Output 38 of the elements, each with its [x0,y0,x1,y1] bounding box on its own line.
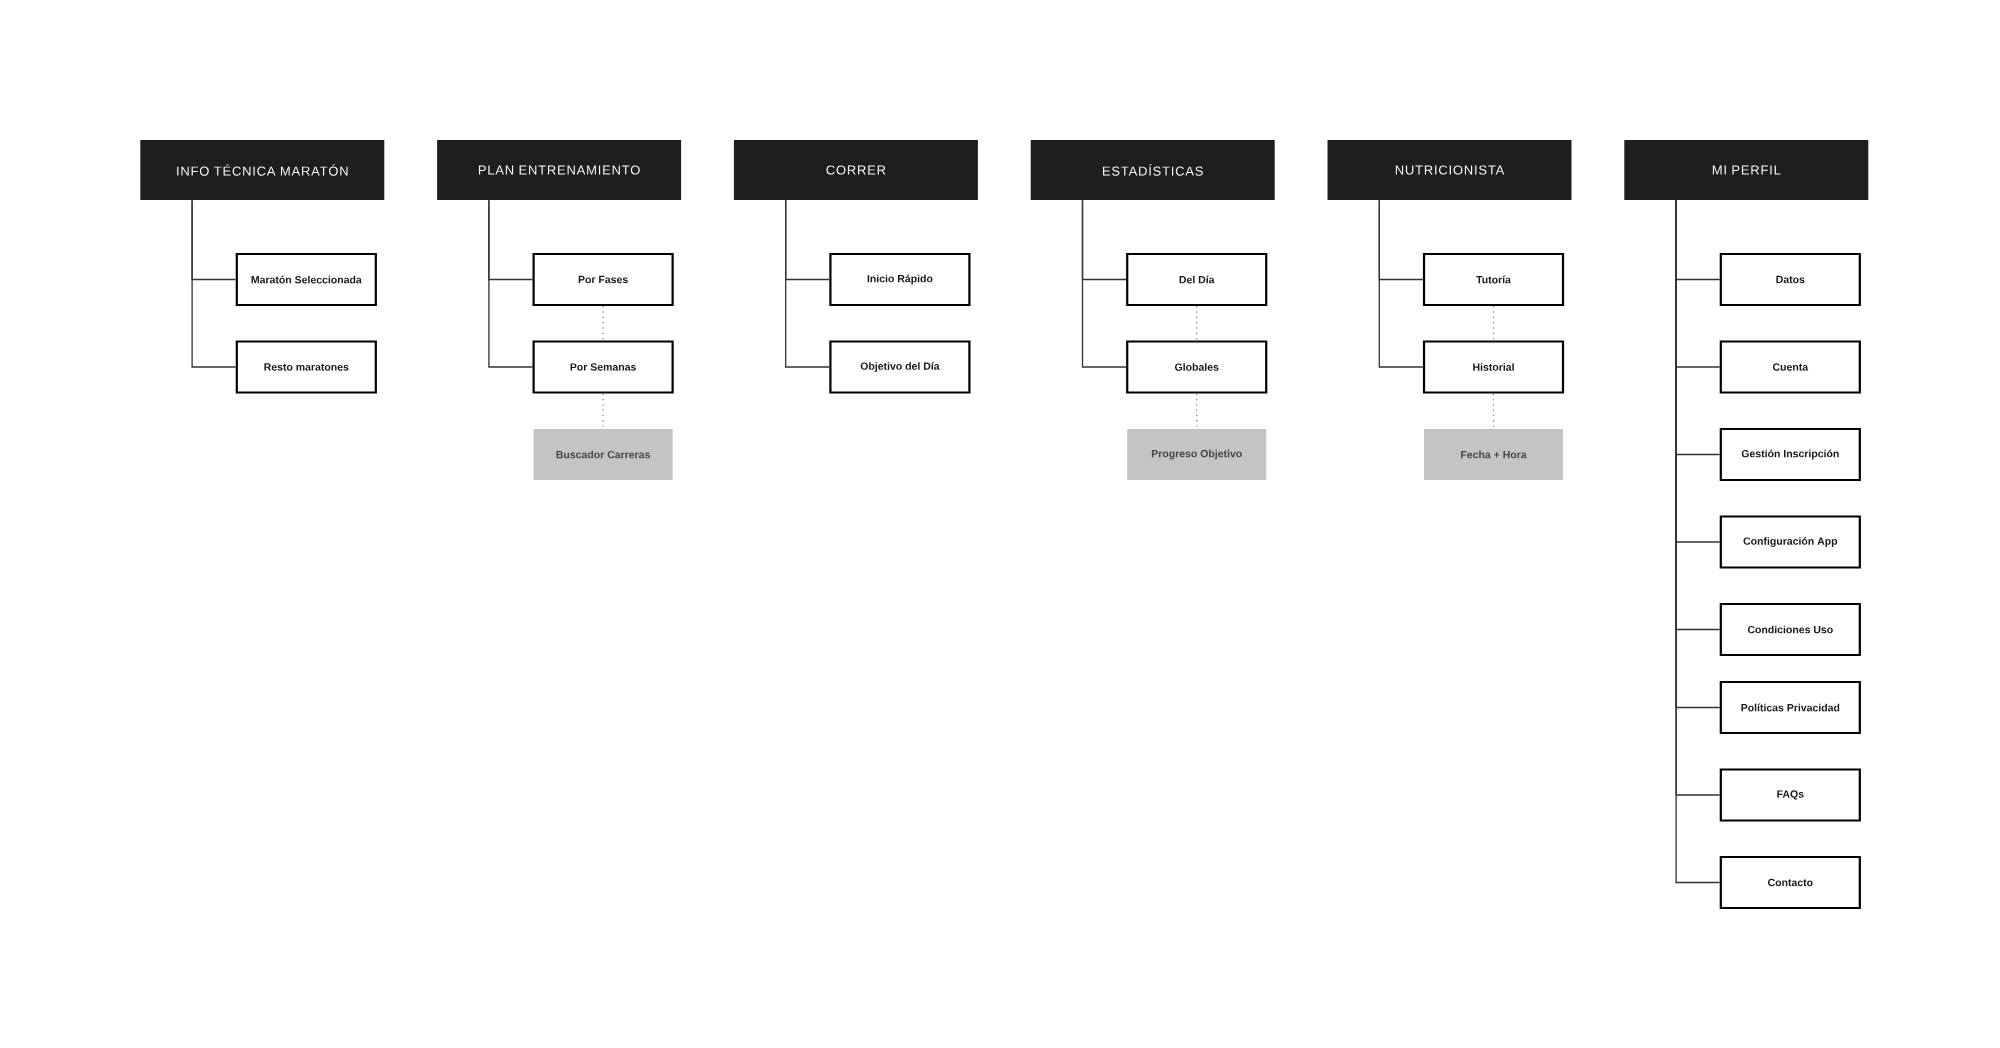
dotted-line [1196,305,1198,342]
menu-box: Resto maratones [235,340,377,394]
shaded-box: Buscador Carreras [533,429,673,480]
menu-box: Contacto [1719,855,1861,910]
menu-box: Configuración App [1719,515,1861,569]
menu-box: Tutoría [1422,252,1565,307]
menu-box: Por Fases [532,252,674,307]
dotted-line [1492,392,1495,430]
shaded-box: Fecha + Hora [1424,429,1563,480]
dotted-line [1196,392,1198,430]
menu-box: Datos [1719,252,1861,307]
menu-box: Del Día [1126,252,1268,307]
shaded-box: Progreso Objetivo [1127,429,1267,480]
menu-box: Gestión Inscripción [1719,427,1861,482]
header-box: NUTRICIONISTA [1327,140,1572,200]
menu-box: Por Semanas [532,340,674,394]
dotted-line [602,392,604,430]
connector-line [488,199,534,368]
menu-box: Maratón Seleccionada [235,252,377,307]
menu-box: Historial [1422,340,1565,394]
header-box: INFO TÉCNICA MARATÓN [140,140,385,200]
menu-box: Objetivo del Día [829,340,971,394]
header-box: CORRER [733,140,978,200]
header-box: ESTADÍSTICAS [1030,140,1275,200]
menu-box: Globales [1126,340,1268,394]
header-box: PLAN ENTRENAMIENTO [437,140,682,200]
connector-line [191,199,237,368]
dotted-line [1492,305,1495,342]
connector-line [785,199,830,368]
connector-line [1378,199,1424,368]
menu-box: Políticas Privacidad [1719,680,1861,735]
menu-box: FAQs [1719,768,1861,822]
connector-line [1081,199,1127,368]
header-box: MI PERFIL [1624,140,1869,200]
menu-box: Cuenta [1719,340,1861,394]
dotted-line [602,305,604,342]
menu-box: Condiciones Uso [1719,602,1861,657]
menu-box: Inicio Rápido [829,252,971,307]
